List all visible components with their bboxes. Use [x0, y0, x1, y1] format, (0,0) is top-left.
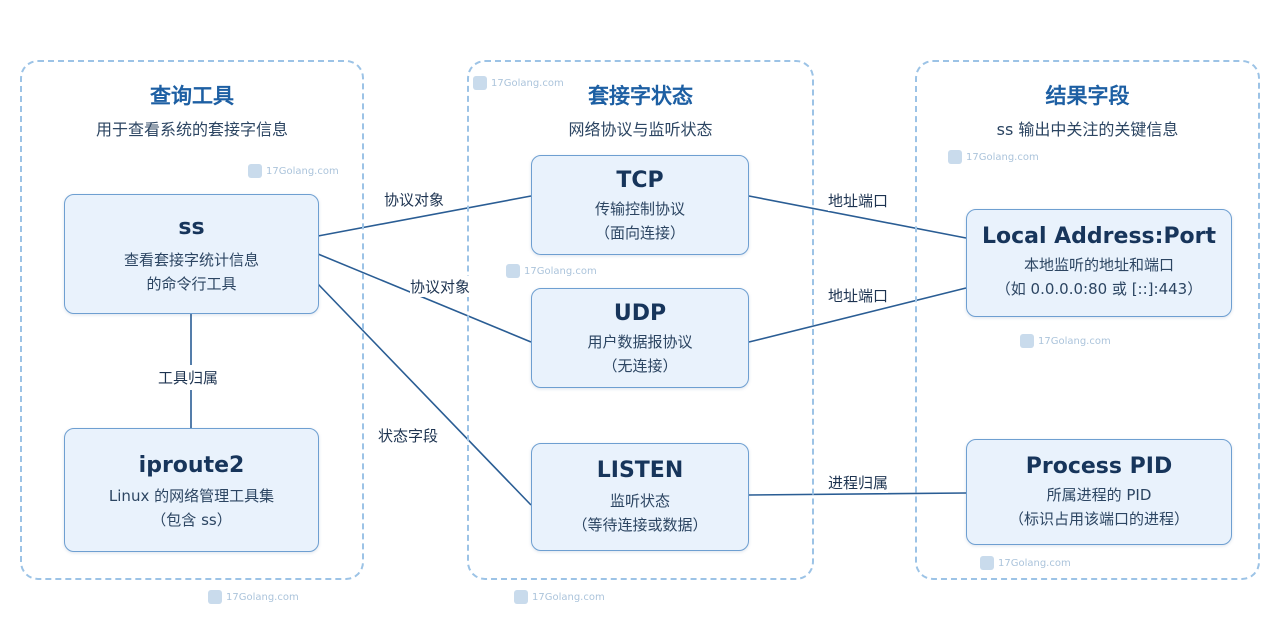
node-title: iproute2: [138, 453, 245, 478]
node-desc: Linux 的网络管理工具集: [108, 487, 275, 505]
watermark: 17Golang.com: [980, 556, 1071, 570]
node-process-pid: Process PID 所属进程的 PID （标识占用该端口的进程）: [966, 439, 1232, 545]
watermark-text: 17Golang.com: [998, 557, 1071, 569]
edge-label-ss-iproute2: 工具归属: [156, 365, 221, 390]
watermark-logo-icon: [506, 264, 520, 278]
node-iproute2: iproute2 Linux 的网络管理工具集 （包含 ss）: [64, 428, 319, 552]
edge-label-listen-pid: 进程归属: [828, 472, 889, 493]
node-title: Process PID: [1025, 454, 1173, 479]
watermark-logo-icon: [514, 590, 528, 604]
edge-label-ss-udp: 协议对象: [410, 276, 471, 297]
watermark-logo-icon: [208, 590, 222, 604]
edge-ss-listen: [317, 283, 532, 506]
node-title: Local Address:Port: [981, 224, 1217, 249]
node-ss: ss 查看套接字统计信息 的命令行工具: [64, 194, 319, 314]
group-title: 结果字段: [1045, 84, 1130, 108]
watermark-text: 17Golang.com: [226, 591, 299, 603]
node-desc: 的命令行工具: [146, 275, 237, 293]
node-tcp: TCP 传输控制协议 （面向连接）: [531, 155, 749, 255]
group-result-fields: 结果字段 ss 输出中关注的关键信息: [915, 60, 1260, 580]
group-subtitle: 用于查看系统的套接字信息: [95, 120, 288, 139]
watermark-text: 17Golang.com: [532, 591, 605, 603]
node-title: UDP: [613, 301, 667, 326]
watermark-logo-icon: [473, 76, 487, 90]
node-desc: （等待连接或数据）: [572, 516, 708, 534]
node-title: ss: [178, 215, 205, 240]
node-listen: LISTEN 监听状态 （等待连接或数据）: [531, 443, 749, 551]
watermark: 17Golang.com: [514, 590, 605, 604]
node-desc: 传输控制协议: [594, 200, 685, 218]
edge-label-tcp-local: 地址端口: [828, 190, 889, 211]
watermark: 17Golang.com: [208, 590, 299, 604]
watermark-text: 17Golang.com: [1038, 335, 1111, 347]
node-desc: （如 0.0.0.0:80 或 [::]:443）: [995, 280, 1203, 298]
watermark-text: 17Golang.com: [266, 165, 339, 177]
watermark: 17Golang.com: [948, 150, 1039, 164]
watermark-logo-icon: [980, 556, 994, 570]
watermark-logo-icon: [248, 164, 262, 178]
watermark-text: 17Golang.com: [966, 151, 1039, 163]
node-desc: 查看套接字统计信息: [123, 251, 259, 269]
node-desc: 本地监听的地址和端口: [1023, 256, 1174, 274]
node-udp: UDP 用户数据报协议 （无连接）: [531, 288, 749, 388]
group-title: 套接字状态: [588, 84, 693, 108]
edge-label-udp-local: 地址端口: [828, 285, 889, 306]
node-desc: （面向连接）: [594, 224, 685, 242]
watermark: 17Golang.com: [506, 264, 597, 278]
edge-udp-local: [748, 287, 967, 343]
watermark: 17Golang.com: [248, 164, 339, 178]
watermark-text: 17Golang.com: [491, 77, 564, 89]
edge-ss-udp: [317, 253, 532, 343]
watermark-logo-icon: [1020, 334, 1034, 348]
watermark: 17Golang.com: [473, 76, 564, 90]
edge-tcp-local: [748, 195, 967, 239]
watermark-text: 17Golang.com: [524, 265, 597, 277]
node-desc: （无连接）: [602, 357, 678, 375]
edge-listen-pid: [748, 492, 967, 496]
group-subtitle: 网络协议与监听状态: [568, 120, 713, 139]
node-desc: 所属进程的 PID: [1046, 486, 1152, 504]
group-subtitle: ss 输出中关注的关键信息: [996, 120, 1179, 139]
group-title: 查询工具: [150, 84, 234, 108]
node-desc: （标识占用该端口的进程）: [1008, 510, 1189, 528]
edge-label-ss-tcp: 协议对象: [384, 189, 445, 210]
node-desc: （包含 ss）: [151, 511, 232, 529]
edge-label-ss-listen: 状态字段: [378, 425, 439, 446]
edge-ss-tcp: [317, 195, 532, 237]
node-desc: 用户数据报协议: [587, 333, 693, 351]
watermark: 17Golang.com: [1020, 334, 1111, 348]
node-desc: 监听状态: [609, 492, 670, 510]
group-query-tools: 查询工具 用于查看系统的套接字信息: [20, 60, 364, 580]
group-socket-state: 套接字状态 网络协议与监听状态: [467, 60, 814, 580]
node-local-address: Local Address:Port 本地监听的地址和端口 （如 0.0.0.0…: [966, 209, 1232, 317]
node-title: TCP: [616, 168, 664, 193]
node-title: LISTEN: [596, 458, 684, 483]
watermark-logo-icon: [948, 150, 962, 164]
